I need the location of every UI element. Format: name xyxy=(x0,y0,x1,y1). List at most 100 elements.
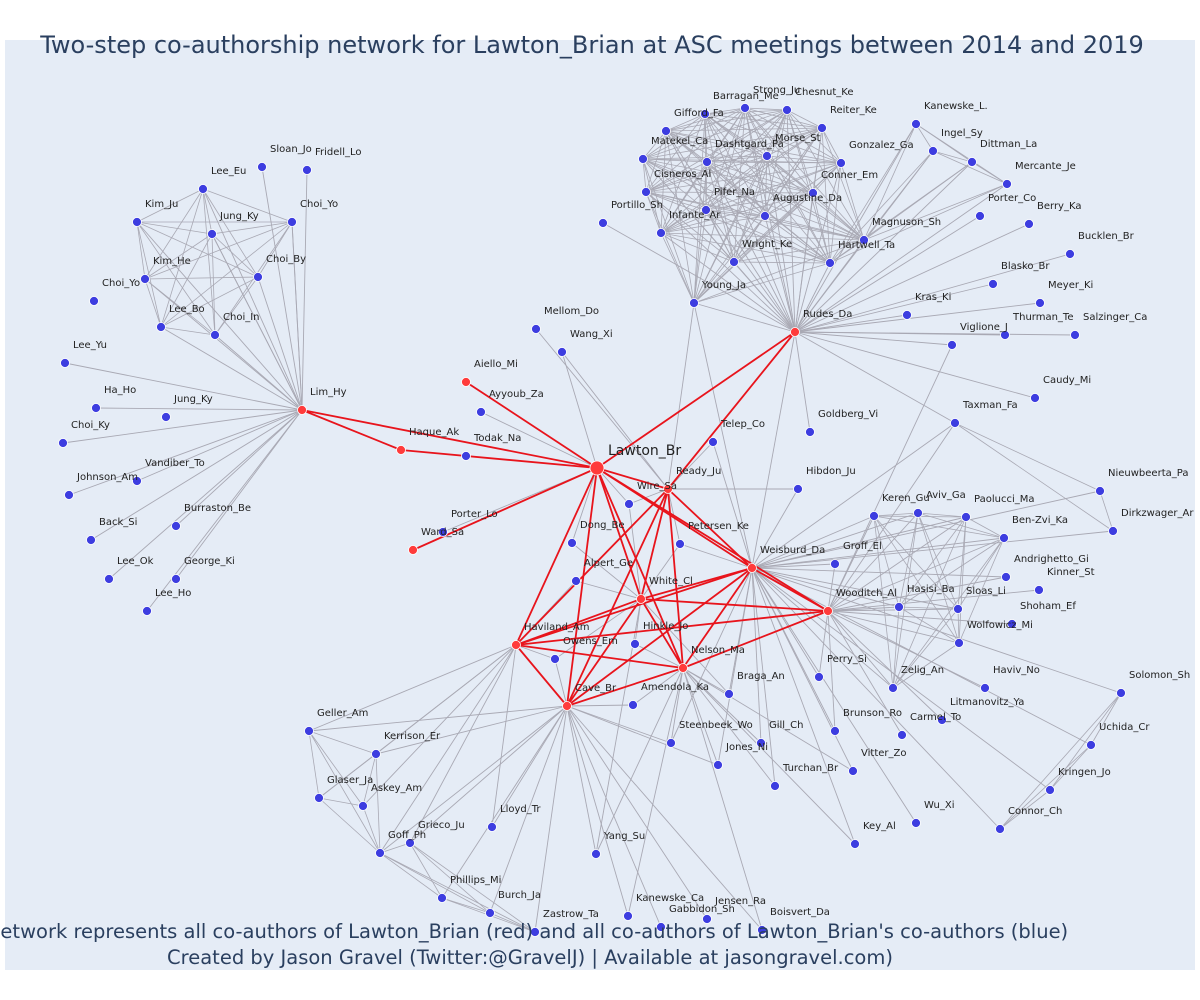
second-step-node[interactable] xyxy=(132,476,142,486)
second-step-node[interactable] xyxy=(257,162,267,172)
second-step-node[interactable] xyxy=(628,700,638,710)
second-step-node[interactable] xyxy=(770,781,780,791)
second-step-node[interactable] xyxy=(557,347,567,357)
second-step-node[interactable] xyxy=(666,738,676,748)
second-step-node[interactable] xyxy=(762,151,772,161)
second-step-node[interactable] xyxy=(999,533,1009,543)
second-step-node[interactable] xyxy=(689,298,699,308)
second-step-node[interactable] xyxy=(104,574,114,584)
coauthor-node[interactable] xyxy=(511,640,521,650)
second-step-node[interactable] xyxy=(1086,740,1096,750)
second-step-node[interactable] xyxy=(598,218,608,228)
second-step-node[interactable] xyxy=(805,427,815,437)
second-step-node[interactable] xyxy=(793,484,803,494)
second-step-node[interactable] xyxy=(825,258,835,268)
second-step-node[interactable] xyxy=(156,322,166,332)
second-step-node[interactable] xyxy=(757,925,767,935)
second-step-node[interactable] xyxy=(1007,619,1017,629)
coauthor-node[interactable] xyxy=(461,377,471,387)
second-step-node[interactable] xyxy=(700,109,710,119)
second-step-node[interactable] xyxy=(729,257,739,267)
second-step-node[interactable] xyxy=(142,606,152,616)
coauthor-node[interactable] xyxy=(562,701,572,711)
second-step-node[interactable] xyxy=(1024,219,1034,229)
second-step-node[interactable] xyxy=(304,726,314,736)
second-step-node[interactable] xyxy=(782,105,792,115)
second-step-node[interactable] xyxy=(253,272,263,282)
second-step-node[interactable] xyxy=(530,927,540,937)
second-step-node[interactable] xyxy=(624,499,634,509)
second-step-node[interactable] xyxy=(724,689,734,699)
second-step-node[interactable] xyxy=(661,126,671,136)
coauthor-node[interactable] xyxy=(396,445,406,455)
coauthor-node[interactable] xyxy=(790,327,800,337)
second-step-node[interactable] xyxy=(591,849,601,859)
second-step-node[interactable] xyxy=(623,911,633,921)
second-step-node[interactable] xyxy=(550,654,560,664)
second-step-node[interactable] xyxy=(980,683,990,693)
second-step-node[interactable] xyxy=(487,822,497,832)
second-step-node[interactable] xyxy=(210,330,220,340)
second-step-node[interactable] xyxy=(567,538,577,548)
second-step-node[interactable] xyxy=(708,437,718,447)
second-step-node[interactable] xyxy=(1030,393,1040,403)
second-step-node[interactable] xyxy=(954,638,964,648)
second-step-node[interactable] xyxy=(894,602,904,612)
second-step-node[interactable] xyxy=(438,527,448,537)
second-step-node[interactable] xyxy=(950,418,960,428)
second-step-node[interactable] xyxy=(571,576,581,586)
second-step-node[interactable] xyxy=(132,217,142,227)
second-step-node[interactable] xyxy=(1065,249,1075,259)
coauthor-node[interactable] xyxy=(408,545,418,555)
coauthor-node[interactable] xyxy=(823,606,833,616)
second-step-node[interactable] xyxy=(198,184,208,194)
second-step-node[interactable] xyxy=(140,274,150,284)
second-step-node[interactable] xyxy=(171,574,181,584)
second-step-node[interactable] xyxy=(1070,330,1080,340)
second-step-node[interactable] xyxy=(161,412,171,422)
second-step-node[interactable] xyxy=(91,403,101,413)
second-step-node[interactable] xyxy=(760,211,770,221)
second-step-node[interactable] xyxy=(995,824,1005,834)
second-step-node[interactable] xyxy=(850,839,860,849)
second-step-node[interactable] xyxy=(375,848,385,858)
second-step-node[interactable] xyxy=(675,539,685,549)
second-step-node[interactable] xyxy=(1116,688,1126,698)
second-step-node[interactable] xyxy=(89,296,99,306)
second-step-node[interactable] xyxy=(638,154,648,164)
second-step-node[interactable] xyxy=(64,490,74,500)
second-step-node[interactable] xyxy=(859,235,869,245)
second-step-node[interactable] xyxy=(656,922,666,932)
second-step-node[interactable] xyxy=(947,340,957,350)
second-step-node[interactable] xyxy=(967,157,977,167)
second-step-node[interactable] xyxy=(1045,785,1055,795)
second-step-node[interactable] xyxy=(60,358,70,368)
second-step-node[interactable] xyxy=(830,559,840,569)
second-step-node[interactable] xyxy=(756,738,766,748)
second-step-node[interactable] xyxy=(1001,572,1011,582)
second-step-node[interactable] xyxy=(913,508,923,518)
second-step-node[interactable] xyxy=(888,683,898,693)
second-step-node[interactable] xyxy=(476,407,486,417)
second-step-node[interactable] xyxy=(1002,179,1012,189)
second-step-node[interactable] xyxy=(641,187,651,197)
second-step-node[interactable] xyxy=(702,914,712,924)
second-step-node[interactable] xyxy=(740,103,750,113)
second-step-node[interactable] xyxy=(1108,526,1118,536)
coauthor-node[interactable] xyxy=(297,405,307,415)
second-step-node[interactable] xyxy=(937,715,947,725)
second-step-node[interactable] xyxy=(302,165,312,175)
second-step-node[interactable] xyxy=(869,511,879,521)
second-step-node[interactable] xyxy=(836,158,846,168)
second-step-node[interactable] xyxy=(287,217,297,227)
coauthor-node[interactable] xyxy=(747,563,757,573)
second-step-node[interactable] xyxy=(814,672,824,682)
second-step-node[interactable] xyxy=(953,604,963,614)
second-step-node[interactable] xyxy=(902,310,912,320)
second-step-node[interactable] xyxy=(830,726,840,736)
focal-author-node[interactable] xyxy=(589,460,605,476)
second-step-node[interactable] xyxy=(911,818,921,828)
second-step-node[interactable] xyxy=(405,838,415,848)
second-step-node[interactable] xyxy=(437,893,447,903)
coauthor-node[interactable] xyxy=(636,594,646,604)
